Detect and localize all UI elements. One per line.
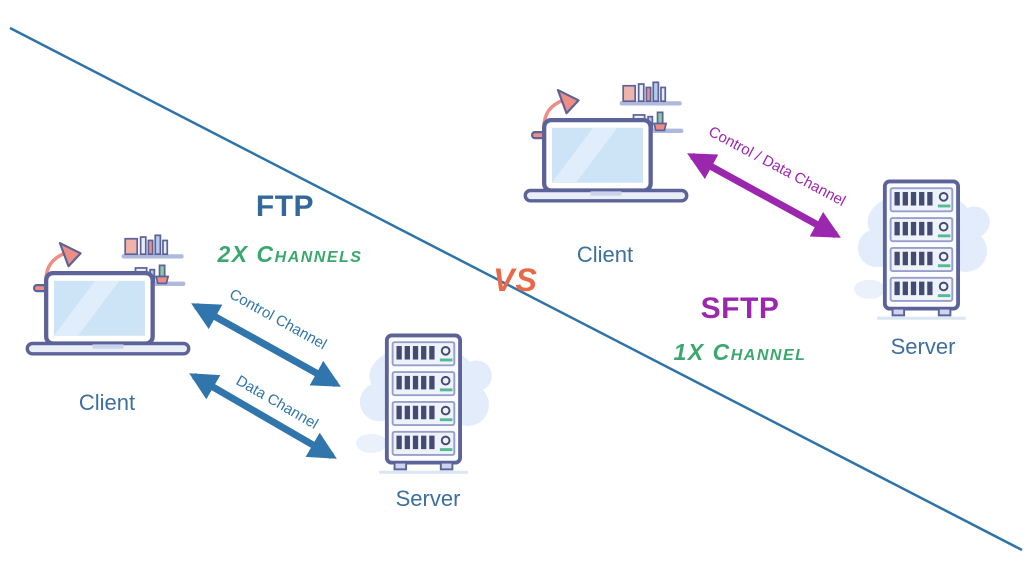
ftp-client-label: Client bbox=[78, 390, 136, 415]
ftp-client-illustration bbox=[22, 225, 194, 371]
sftp-title: SFTP bbox=[700, 292, 780, 325]
divider-line bbox=[9, 26, 1023, 552]
sftp-server-illustration bbox=[848, 166, 993, 325]
ftp-data-channel-arrow bbox=[189, 372, 337, 460]
sftp-client-label: Client bbox=[576, 242, 634, 267]
sftp-channels-subtitle: 1X Channel bbox=[673, 339, 807, 365]
ftp-channels-subtitle: 2X Channels bbox=[217, 241, 363, 267]
sftp-control-data-channel-arrow bbox=[687, 152, 841, 239]
ftp-title: FTP bbox=[255, 190, 315, 223]
ftp-control-channel-arrow bbox=[191, 302, 341, 388]
vs-label: VS bbox=[493, 262, 538, 298]
sftp-client-illustration bbox=[520, 72, 692, 218]
ftp-server-label: Server bbox=[395, 486, 461, 511]
ftp-server-illustration bbox=[350, 320, 495, 479]
sftp-server-label: Server bbox=[890, 334, 956, 359]
